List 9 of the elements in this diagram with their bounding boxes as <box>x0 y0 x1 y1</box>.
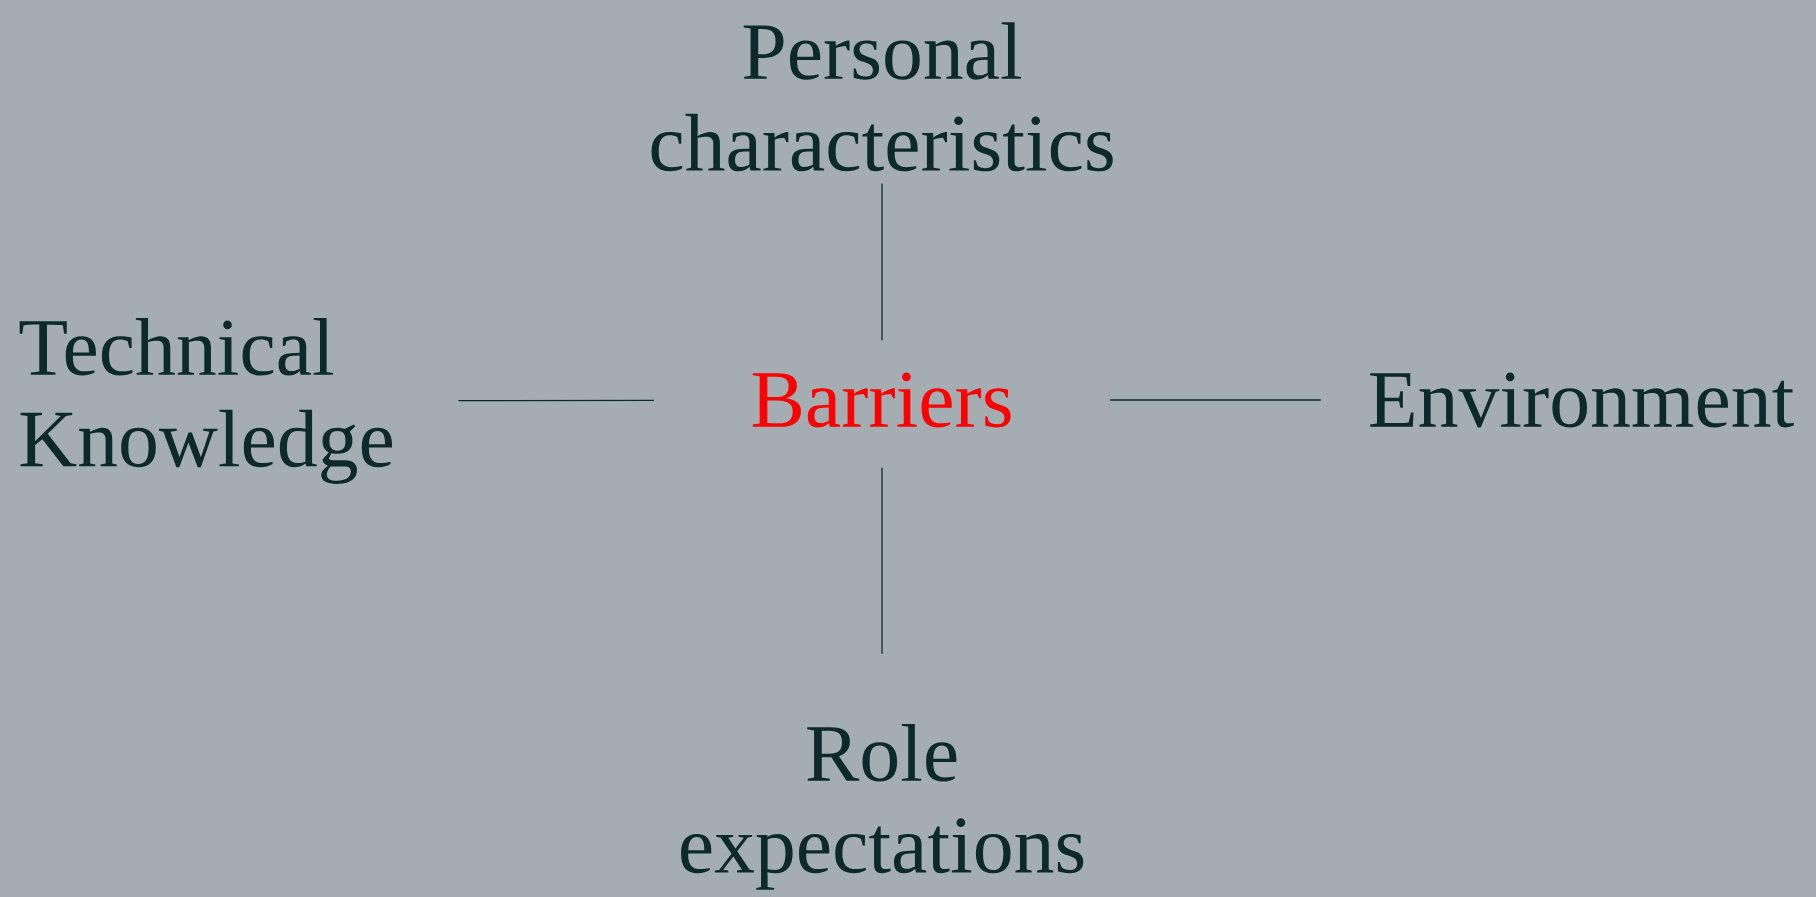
connector-line <box>1109 399 1322 401</box>
connector-line <box>457 399 655 402</box>
connector-line <box>881 467 883 655</box>
factor-label: Technical Knowledge <box>19 318 392 484</box>
factor-label: Environment <box>1370 372 1794 428</box>
factor-label: Personal characteristics <box>651 22 1113 172</box>
center-label: Barriers <box>752 372 1011 428</box>
factor-label: Role expectations <box>681 724 1084 890</box>
connector-line <box>881 182 883 341</box>
